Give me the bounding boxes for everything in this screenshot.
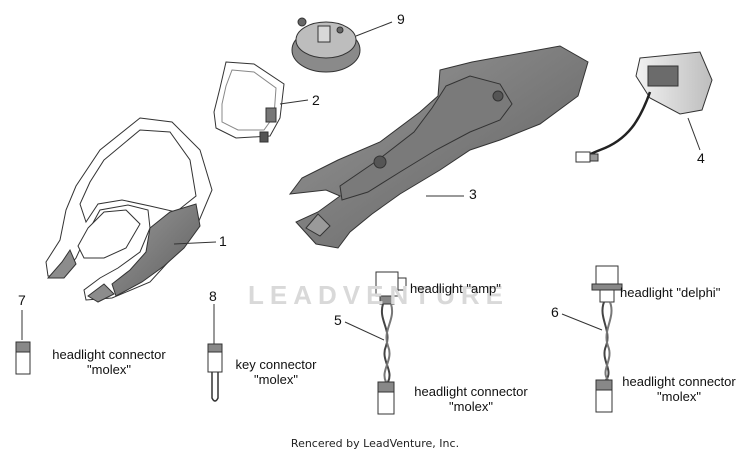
- leader-5: [344, 321, 385, 341]
- rear-fender-part: [288, 45, 589, 249]
- leader-4: [687, 117, 701, 151]
- label-connector-7-line2: "molex": [87, 362, 131, 377]
- headlight-fairing-part: [45, 117, 213, 303]
- label-connector-5-line2: "molex": [449, 399, 493, 414]
- leader-2: [279, 99, 309, 105]
- tail-light-part: [575, 51, 713, 163]
- label-key-connector-line2: "molex": [254, 372, 298, 387]
- callout-9: 9: [397, 11, 405, 27]
- label-connector-5-line1: headlight connector: [414, 384, 528, 399]
- footer-credit: Rencered by LeadVenture, Inc.: [290, 437, 460, 450]
- callout-5: 5: [334, 312, 342, 328]
- callout-7: 7: [18, 292, 26, 308]
- label-key-connector-line1: key connector: [235, 357, 317, 372]
- label-connector-6: headlight connector "molex": [608, 374, 750, 404]
- leader-6: [561, 313, 603, 331]
- callout-6: 6: [551, 304, 559, 320]
- label-connector-6-line2: "molex": [657, 389, 701, 404]
- leader-lines: [21, 21, 701, 344]
- delphi-harness-part: [591, 265, 623, 413]
- label-headlight-delphi: headlight "delphi": [620, 285, 721, 300]
- callout-8: 8: [209, 288, 217, 304]
- label-connector-7-line1: headlight connector: [52, 347, 166, 362]
- label-key-connector: key connector "molex": [226, 357, 326, 387]
- key-connector-part: [207, 343, 223, 402]
- label-connector-5: headlight connector "molex": [398, 384, 544, 414]
- callout-1: 1: [219, 233, 227, 249]
- amp-harness-part: [375, 271, 407, 415]
- watermark: LEADVENTURE: [248, 280, 510, 310]
- cap-part: [291, 17, 361, 73]
- callout-4: 4: [697, 150, 705, 166]
- label-connector-7: headlight connector "molex": [36, 347, 182, 377]
- connector-7-part: [15, 341, 31, 375]
- callout-2: 2: [312, 92, 320, 108]
- leader-9: [355, 21, 393, 37]
- callout-3: 3: [469, 186, 477, 202]
- leader-1: [173, 241, 217, 245]
- label-headlight-amp: headlight "amp": [410, 281, 501, 296]
- label-connector-6-line1: headlight connector: [622, 374, 736, 389]
- headlight-lens-part: [213, 61, 285, 143]
